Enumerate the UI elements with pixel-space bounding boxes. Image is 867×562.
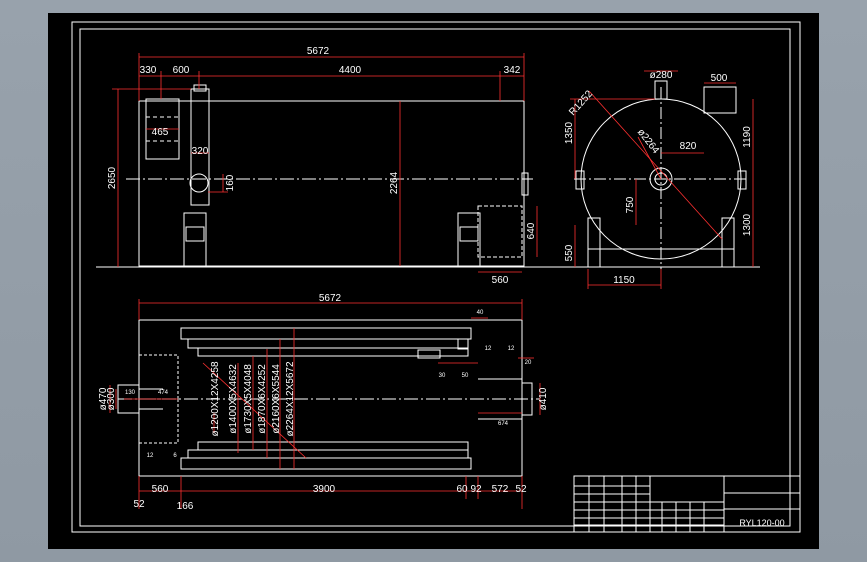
coil-label-2: ø1400X5X4632 (228, 364, 239, 434)
dim-12b: 12 (508, 346, 515, 352)
plan-view (117, 319, 540, 477)
dim-160: 160 (225, 174, 236, 191)
flange-box (477, 205, 523, 258)
dim-465: 465 (152, 127, 169, 138)
dim-50: 50 (462, 373, 469, 379)
right-nozzle (703, 86, 737, 114)
coil-label-3: ø1730X5X4048 (243, 364, 254, 434)
shell-body (138, 100, 525, 267)
coil-rows (180, 327, 472, 470)
left-leg (183, 212, 207, 268)
dim-2264-side: ø2264 (635, 127, 661, 156)
cad-viewport[interactable]: 5672 330 600 4400 342 2650 2264 465 320 … (48, 13, 819, 549)
dim-560-plan: 560 (152, 484, 169, 495)
dim-330: 330 (140, 65, 157, 76)
dim-2264-front: 2264 (389, 171, 400, 194)
drawing-canvas[interactable]: 5672 330 600 4400 342 2650 2264 465 320 … (48, 13, 819, 549)
dim-30: 30 (439, 373, 446, 379)
dim-60: 60 (456, 484, 468, 495)
dim-overall-plan: 5672 (319, 293, 342, 304)
coil-label-1: ø1200X12X4258 (210, 361, 221, 437)
coil-label-4: ø1870X6X4252 (257, 364, 268, 434)
dim-820: 820 (680, 141, 697, 152)
drawing-code: RYL120-00 (739, 518, 784, 528)
dim-600: 600 (173, 65, 190, 76)
dim-474: 474 (158, 390, 169, 396)
dim-166: 166 (177, 501, 194, 512)
dim-r1252: R1252 (567, 88, 595, 118)
outlet (521, 382, 533, 416)
dim-1150: 1150 (613, 275, 635, 286)
dim-3900: 3900 (313, 484, 336, 495)
dim-750: 750 (625, 196, 636, 213)
dimension-labels: 5672 330 600 4400 342 2650 2264 465 320 … (98, 46, 753, 512)
dim-640: 640 (526, 222, 537, 239)
pipe-circle (189, 173, 209, 193)
inner-frame (79, 28, 791, 527)
dim-overall-front: 5672 (307, 46, 330, 57)
coil-label-6: ø2264X12X5672 (285, 361, 296, 437)
dimension-lines (109, 53, 754, 509)
dim-2650: 2650 (107, 166, 118, 189)
coil-label-5: ø2160X6X5544 (271, 364, 282, 434)
dim-12a: 12 (485, 346, 492, 352)
dim-674: 674 (498, 421, 509, 427)
dim-280: ø280 (650, 70, 673, 81)
dim-470: ø470 (98, 387, 109, 410)
chimney (190, 88, 210, 206)
dim-12-left: 12 (147, 453, 154, 459)
dim-52-left: 52 (133, 499, 145, 510)
dim-342: 342 (504, 65, 521, 76)
dim-500: 500 (711, 73, 728, 84)
dim-52-right: 52 (515, 484, 527, 495)
side-view (574, 80, 748, 269)
dim-92: 92 (470, 484, 482, 495)
dim-410: ø410 (538, 387, 549, 410)
plan-body (138, 319, 523, 477)
dim-40: 40 (477, 310, 484, 316)
outer-frame (71, 21, 801, 533)
dim-130: 130 (125, 390, 136, 396)
dim-1190: 1190 (742, 126, 753, 148)
dim-560-front: 560 (492, 275, 509, 286)
title-block (573, 475, 801, 533)
dim-20: 20 (525, 360, 532, 366)
dim-550: 550 (564, 244, 575, 261)
dim-572: 572 (492, 484, 509, 495)
dim-1350: 1350 (564, 121, 575, 144)
dim-6: 6 (173, 453, 177, 459)
dim-320: 320 (192, 146, 209, 157)
right-leg (457, 212, 481, 268)
front-view (96, 84, 760, 268)
dim-4400: 4400 (339, 65, 362, 76)
dim-1300: 1300 (742, 213, 753, 236)
dim-300: ø300 (106, 387, 117, 410)
